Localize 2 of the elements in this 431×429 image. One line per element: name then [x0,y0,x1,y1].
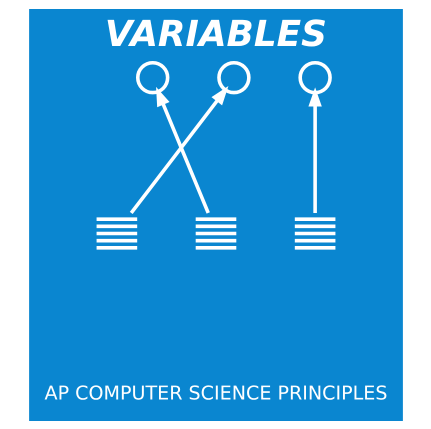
caption: AP COMPUTER SCIENCE PRINCIPLES [44,380,387,404]
diagram-title: VARIABLES [104,14,326,55]
